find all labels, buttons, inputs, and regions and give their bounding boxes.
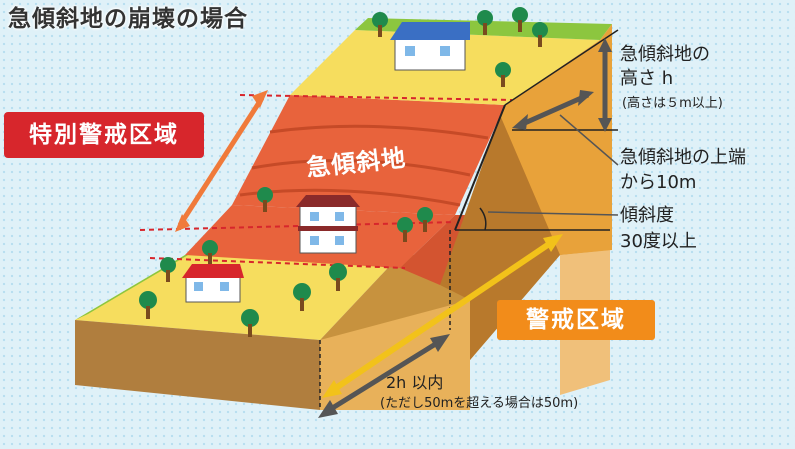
height-ref-top <box>504 29 619 106</box>
slope-face <box>232 95 505 215</box>
height-label-line1: 急傾斜地の <box>620 44 710 65</box>
top-edge-arrow-head-a <box>512 114 528 130</box>
terrace-line-1 <box>251 158 471 177</box>
warning-zone-arrow-head-b <box>543 234 563 252</box>
angle-arc <box>479 207 487 231</box>
top-edge-label-line2: から10m <box>620 172 697 193</box>
house-icon-top <box>390 22 470 71</box>
terrace-line-2 <box>269 124 489 140</box>
width-arrow-head-b <box>430 334 450 352</box>
top-edge-label-line1: 急傾斜地の上端 <box>620 147 746 168</box>
special-zone-arrow-head-a <box>175 214 190 232</box>
page-title: 急傾斜地の崩壊の場合 <box>8 6 248 32</box>
ground-front-face <box>75 320 320 410</box>
height-label-line2: 高さ h <box>620 68 674 89</box>
warning-front-strip <box>320 300 470 410</box>
slope-edge-line <box>454 104 506 231</box>
angle-label-line2: 30度以上 <box>620 231 697 252</box>
upper-side-face <box>500 24 612 255</box>
zone-boundary-upper <box>239 94 513 101</box>
angle-leader <box>487 211 619 216</box>
warning-zone-arrow-head-a <box>322 380 342 398</box>
height-label-note: (高さは５m以上) <box>622 96 723 111</box>
special-zone-arrow-head-b <box>252 90 268 108</box>
height-arrow-head-bottom <box>598 118 612 132</box>
zone-boundary-mid <box>149 257 406 269</box>
warning-zone-badge: 警戒区域 <box>497 300 655 340</box>
width-arrow <box>324 337 444 415</box>
width-label-line2: (ただし50mを超える場合は50m) <box>380 396 579 411</box>
width-arrow-head-a <box>318 400 338 418</box>
special-zone-arrow <box>177 96 265 227</box>
tree-icons <box>139 7 548 337</box>
house-icon-slope <box>296 195 360 254</box>
top-edge-leader <box>559 114 619 166</box>
house-icon-bottom <box>182 264 244 303</box>
height-arrow-head-top <box>598 38 612 52</box>
top-edge-arrow-head-b <box>578 90 594 106</box>
warning-zone-arrow <box>328 237 557 395</box>
top-edge-arrow <box>516 92 590 129</box>
width-label-line1: 2h 以内 <box>386 373 444 392</box>
angle-label-line1: 傾斜度 <box>620 205 674 226</box>
special-zone-badge: 特別警戒区域 <box>4 112 204 158</box>
